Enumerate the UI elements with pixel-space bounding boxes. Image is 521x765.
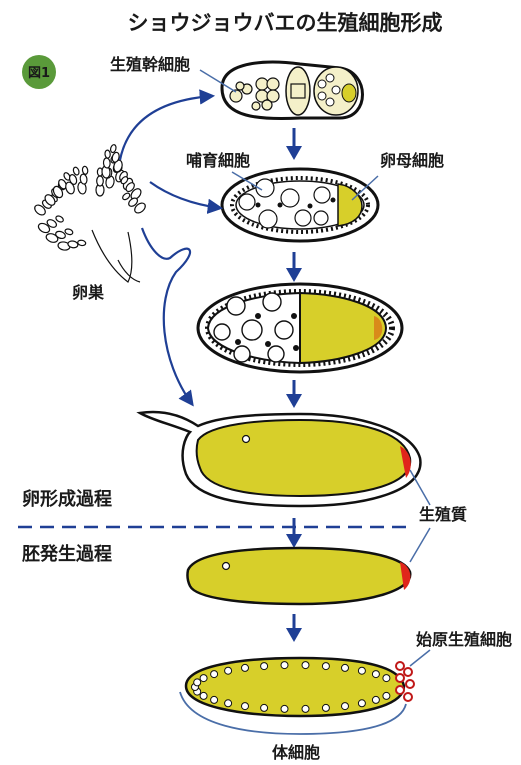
ovariole-chamber (121, 192, 130, 201)
somatic-nucleus (322, 663, 329, 670)
somatic-nucleus (342, 664, 349, 671)
diagram-title: ショウジョウバエの生殖細胞形成 (128, 11, 443, 35)
somatic-nucleus (261, 704, 268, 711)
ovariole-chamber (97, 176, 104, 186)
early-embryo (187, 548, 410, 604)
somatic-nucleus (358, 667, 365, 674)
figure-badge-label: 図1 (28, 66, 50, 81)
label-ovary: 卵巣 (72, 283, 105, 302)
somatic-nucleus (225, 700, 232, 707)
somatic-nucleus (322, 704, 329, 711)
figure-badge: 図1 (22, 55, 56, 89)
leader-germ-plasm-2 (410, 528, 430, 562)
somatic-nucleus (372, 671, 379, 678)
stage-arrow-1 (286, 128, 302, 160)
germarium-stage (222, 62, 363, 118)
somatic-nucleus (281, 705, 288, 712)
somatic-nucleus (194, 679, 201, 686)
label-oocyte: 卵母細胞 (380, 151, 444, 170)
ovariole-chamber (77, 240, 86, 247)
label-somatic-cell: 体細胞 (272, 743, 320, 762)
somatic-nucleus (200, 692, 207, 699)
stage-arrow-3 (286, 380, 302, 408)
somatic-nucleus (242, 664, 249, 671)
somatic-nucleus (281, 662, 288, 669)
somatic-nucleus (358, 700, 365, 707)
somatic-nucleus (200, 675, 207, 682)
somatic-nucleus (211, 671, 218, 678)
egg-chamber-late (198, 284, 402, 372)
somatic-nucleus (302, 662, 309, 669)
label-nurse-cell: 哺育細胞 (186, 151, 250, 170)
ovariole-chamber (105, 150, 111, 158)
stage-arrow-4 (286, 518, 302, 548)
label-oogenesis: 卵形成過程 (22, 488, 112, 510)
label-germ-plasm: 生殖質 (419, 505, 467, 524)
ovariole-chamber (55, 215, 65, 224)
somatic-nucleus (242, 703, 249, 710)
somatic-nucleus (383, 692, 390, 699)
somatic-nucleus (302, 705, 309, 712)
ovariole-chamber (103, 158, 110, 169)
ovary-illustration (33, 144, 147, 282)
label-primordial-germ-cell: 始原生殖細胞 (416, 630, 512, 649)
somatic-nucleus (342, 703, 349, 710)
ovary-arrows (120, 96, 220, 404)
somatic-nucleus (225, 667, 232, 674)
label-embryogenesis: 胚発生過程 (21, 543, 112, 565)
ovariole-chamber (110, 144, 117, 153)
leader-germ-plasm-1 (410, 470, 430, 505)
ovariole-chamber (82, 166, 89, 175)
somatic-nucleus (372, 696, 379, 703)
mature-egg (140, 412, 420, 506)
stage-arrow-5 (286, 614, 302, 642)
stage-arrow-2 (286, 252, 302, 282)
somatic-nucleus (383, 675, 390, 682)
somatic-nucleus (261, 663, 268, 670)
somatic-nucleus (211, 696, 218, 703)
blastoderm-embryo (186, 658, 414, 716)
ovariole-chamber (64, 228, 73, 236)
leader-primordial-germ-cell (410, 650, 430, 666)
ovariole-chamber (72, 166, 80, 175)
label-germline-stem-cell: 生殖幹細胞 (110, 55, 190, 74)
